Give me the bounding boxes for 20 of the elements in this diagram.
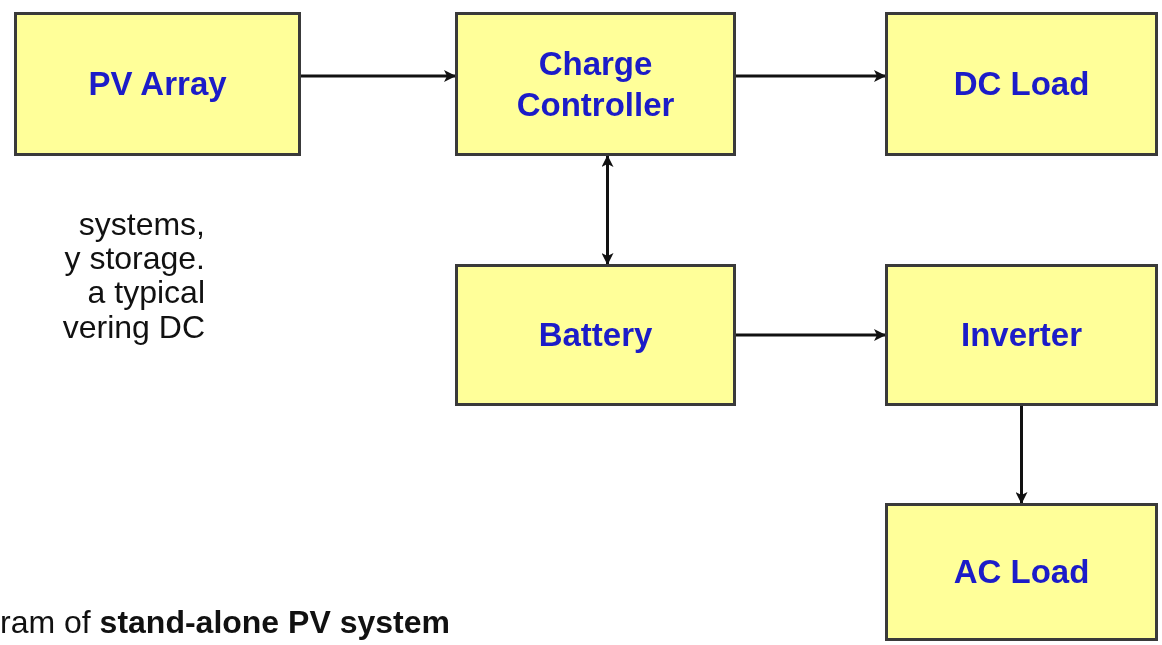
double-arrow <box>601 155 614 265</box>
block-box <box>885 503 1158 641</box>
block-label: AC Load <box>953 552 1090 593</box>
block-box <box>885 12 1158 156</box>
block-label: PV Array <box>88 64 227 105</box>
caption-text: ram of stand-alone PV system <box>0 604 450 641</box>
block-box <box>455 264 736 406</box>
arrow <box>1015 406 1028 504</box>
block-box <box>14 12 301 156</box>
arrow <box>301 70 456 82</box>
paragraph-line: systems, <box>78 206 205 243</box>
block-box <box>885 264 1158 406</box>
block-label: Charge Controller <box>515 43 676 125</box>
block-label: Battery <box>538 315 653 356</box>
arrow <box>736 70 886 82</box>
block-label: DC Load <box>953 64 1090 105</box>
block-box <box>455 12 736 156</box>
paragraph-line: vering DC <box>62 309 205 346</box>
block-label: Inverter <box>960 315 1083 356</box>
arrow <box>736 329 886 341</box>
